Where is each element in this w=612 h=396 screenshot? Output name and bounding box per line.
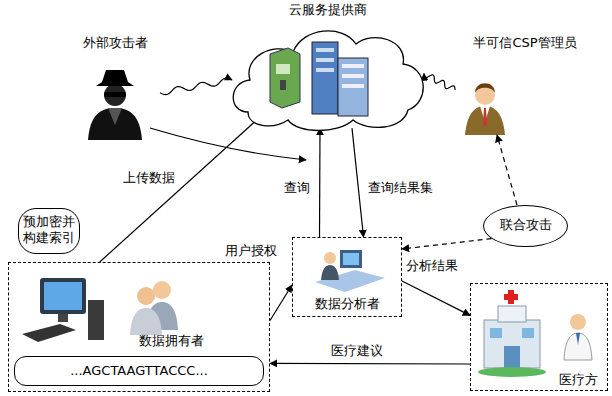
admin-actor: 半可信CSP管理员 bbox=[455, 35, 595, 135]
medical-box: 医疗方 bbox=[470, 283, 608, 391]
node-label: 半可信CSP管理员 bbox=[455, 35, 595, 51]
node-label: 外部攻击者 bbox=[70, 35, 160, 51]
cloud-region: 云服务提供商 bbox=[228, 2, 428, 132]
attacker-figure bbox=[88, 70, 142, 140]
flow-arrow bbox=[270, 363, 470, 365]
admin-figure bbox=[465, 83, 505, 135]
node-label: 云服务提供商 bbox=[228, 2, 428, 18]
flow-arrow bbox=[100, 113, 265, 263]
node-label: 预加密并构建索引 bbox=[21, 214, 77, 247]
people-icon bbox=[130, 281, 178, 335]
node-label: ...AGCTAAGTTACCC... bbox=[15, 363, 263, 379]
edge-label: 查询 bbox=[283, 180, 311, 196]
wavy-arrow bbox=[160, 78, 232, 95]
edge-label: 查询结果集 bbox=[367, 180, 434, 196]
analyst-box: 数据分析者 bbox=[292, 237, 402, 317]
cloud-outline bbox=[228, 2, 428, 132]
edge-label: 医疗建议 bbox=[330, 343, 384, 359]
flow-arrow bbox=[319, 128, 321, 237]
flow-arrow bbox=[352, 128, 364, 237]
edge-label: 用户授权 bbox=[224, 243, 278, 259]
sequence-box: ...AGCTAAGTTACCC... bbox=[14, 356, 264, 386]
attack-ellipse: 联合攻击 bbox=[483, 205, 568, 247]
hospital-icon bbox=[478, 290, 546, 377]
flow-arrow bbox=[402, 281, 470, 315]
owner-box: 数据拥有者 ...AGCTAAGTTACCC... bbox=[8, 262, 270, 392]
note-bubble: 预加密并构建索引 bbox=[18, 208, 80, 254]
server-icons bbox=[270, 42, 368, 116]
node-label: 医疗方 bbox=[549, 372, 607, 388]
node-label: 联合攻击 bbox=[484, 217, 567, 233]
node-label: 数据拥有者 bbox=[121, 333, 221, 349]
doctor-icon bbox=[564, 314, 592, 360]
attack-arrow bbox=[150, 128, 306, 160]
computer-icon bbox=[22, 278, 104, 342]
node-label: 数据分析者 bbox=[293, 296, 401, 312]
attacker-actor: 外部攻击者 bbox=[70, 35, 160, 140]
analyst-icon bbox=[315, 250, 385, 292]
dashed-arrow bbox=[402, 239, 492, 249]
edge-label: 上传数据 bbox=[122, 170, 176, 186]
wavy-arrow bbox=[424, 74, 455, 91]
flow-arrow bbox=[270, 285, 292, 321]
dashed-arrow bbox=[497, 135, 517, 205]
edge-label: 分析结果 bbox=[405, 258, 459, 274]
